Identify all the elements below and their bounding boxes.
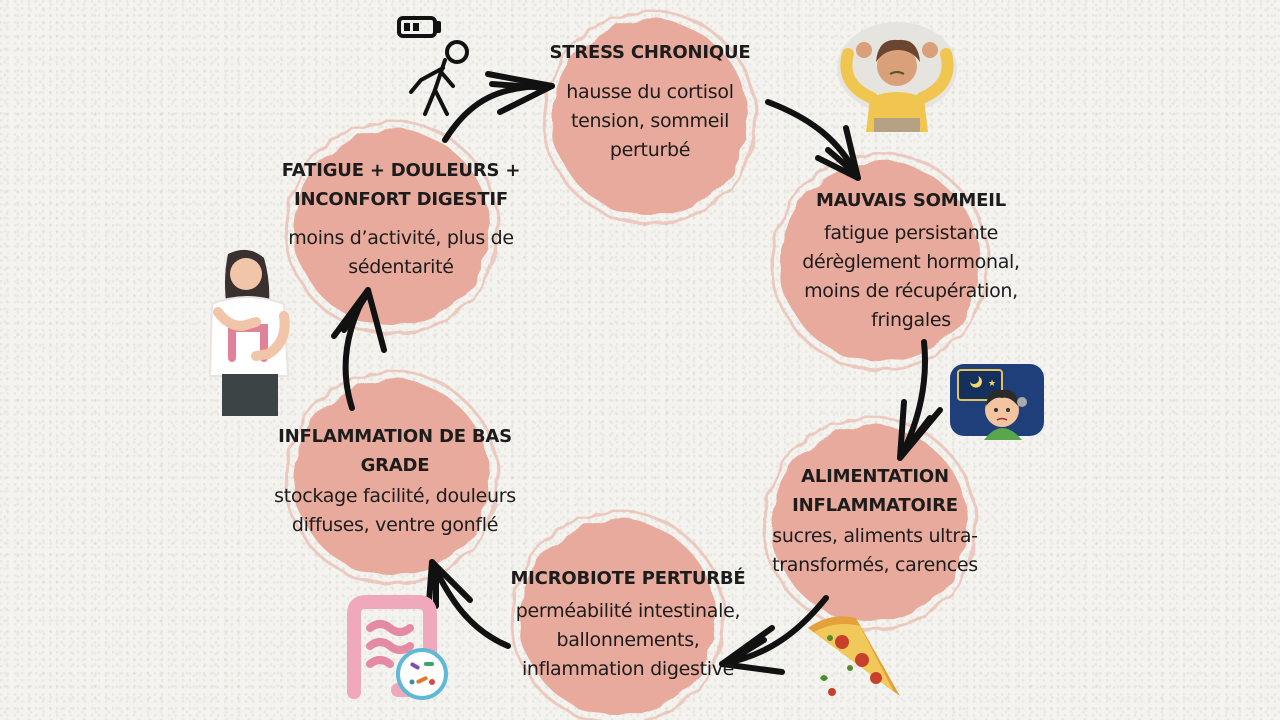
node-inflammation-bas-grade: INFLAMMATION DE BAS GRADE stockage facil… <box>250 422 540 540</box>
node-title: MICROBIOTE PERTURBÉ <box>510 568 746 589</box>
node-mauvais-sommeil: MAUVAIS SOMMEIL fatigue persistante dérè… <box>770 186 1052 335</box>
arrow-sommeil-to-alimentation <box>897 339 943 461</box>
arrow-fatigue-to-stress <box>442 71 555 143</box>
circle-stress <box>542 10 758 226</box>
intestine-microbiome-illustration <box>347 595 448 700</box>
node-stress-chronique: STRESS CHRONIQUE hausse du cortisol tens… <box>530 38 770 165</box>
tired-person-low-battery-icon <box>397 16 469 116</box>
node-title: STRESS CHRONIQUE <box>549 42 751 63</box>
node-title: ALIMENTATION INFLAMMATOIRE <box>792 466 958 516</box>
circle-sommeil <box>770 152 990 372</box>
node-title: FATIGUE + DOULEURS + INCONFORT DIGESTIF <box>281 160 521 210</box>
node-description: sucres, aliments ultra- transformés, car… <box>772 525 978 576</box>
insomnia-boy-illustration: ★ <box>950 364 1044 440</box>
arrow-stress-to-sommeil <box>765 99 861 181</box>
circle-microbiote <box>510 510 726 720</box>
node-description: perméabilité intestinale, ballonnements,… <box>515 600 741 680</box>
node-microbiote-perturbe: MICROBIOTE PERTURBÉ perméabilité intesti… <box>488 564 768 684</box>
node-title: INFLAMMATION DE BAS GRADE <box>278 426 512 476</box>
node-description: stockage facilité, douleurs diffuses, ve… <box>274 485 516 536</box>
arrow-alimentation-to-microbiote <box>719 595 829 675</box>
woman-abdominal-pain-illustration <box>208 249 290 416</box>
node-alimentation-inflammatoire: ALIMENTATION INFLAMMATOIRE sucres, alime… <box>740 462 1010 580</box>
node-description: fatigue persistante dérèglement hormonal… <box>802 222 1020 331</box>
pizza-slice-illustration <box>808 616 900 696</box>
arrow-inflammation-to-fatigue <box>331 287 387 411</box>
circle-inflammation <box>284 370 500 586</box>
circle-alimentation <box>762 416 978 632</box>
svg-text:★: ★ <box>988 379 996 389</box>
stressed-woman-illustration <box>837 22 957 132</box>
node-title: MAUVAIS SOMMEIL <box>815 190 1007 211</box>
node-description: moins d’activité, plus de sédentarité <box>288 227 514 278</box>
circle-fatigue <box>284 120 500 336</box>
node-description: hausse du cortisol tension, sommeil pert… <box>566 81 734 161</box>
node-fatigue-douleurs: FATIGUE + DOULEURS + INCONFORT DIGESTIF … <box>256 156 546 282</box>
